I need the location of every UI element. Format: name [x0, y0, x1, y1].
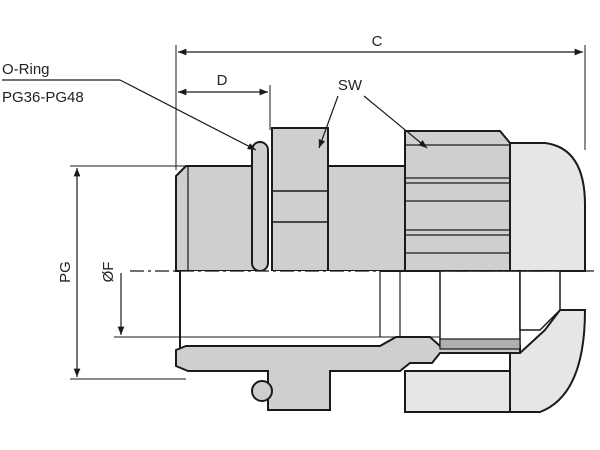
dimension-pg: PG: [57, 165, 186, 380]
dimension-d: D: [178, 72, 271, 130]
dome-nut-section: [404, 370, 511, 413]
dim-d-label: D: [217, 72, 228, 89]
upper-outside-view: [175, 127, 586, 272]
dimension-f: ØF: [100, 262, 440, 338]
seal-dome-lower: [519, 270, 561, 331]
seal-dome-upper: [509, 142, 586, 272]
o-ring-upper: [251, 141, 269, 272]
dim-sw-label: SW: [338, 77, 363, 94]
dim-c-label: C: [372, 33, 383, 50]
dimension-c: C: [175, 33, 586, 170]
dimension-sw: SW: [318, 77, 428, 149]
thread-range-label: PG36-PG48: [2, 89, 84, 106]
o-ring-callout: O-Ring PG36-PG48: [2, 61, 257, 151]
hex-flange: [271, 127, 329, 272]
o-ring-label: O-Ring: [2, 61, 50, 78]
body-section: [327, 165, 406, 272]
lower-section-view: [175, 270, 587, 413]
dim-f-label: ØF: [100, 262, 117, 283]
seal-insert: [439, 270, 521, 347]
o-ring-section: [251, 380, 273, 402]
dim-pg-label: PG: [57, 261, 74, 283]
